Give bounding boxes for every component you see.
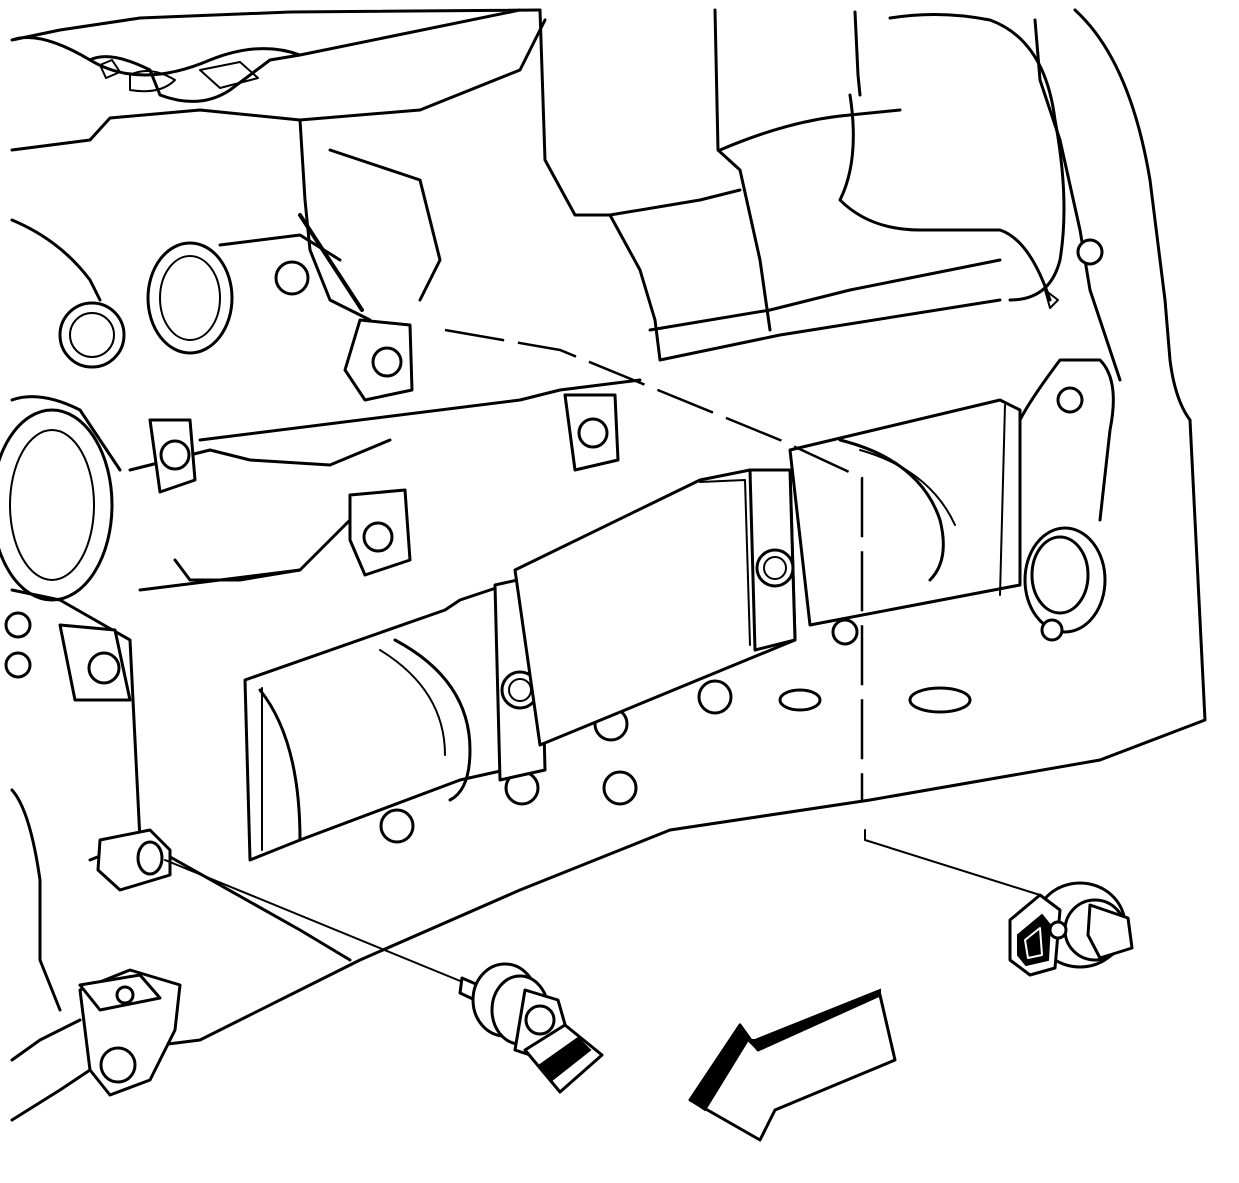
front-knock-sensor: [164, 859, 604, 1094]
bearing-housings: [243, 358, 1115, 862]
rear-knock-sensor: [444, 328, 1134, 977]
direction-arrow: [688, 988, 897, 1142]
engine-block: [0, 8, 1207, 1122]
